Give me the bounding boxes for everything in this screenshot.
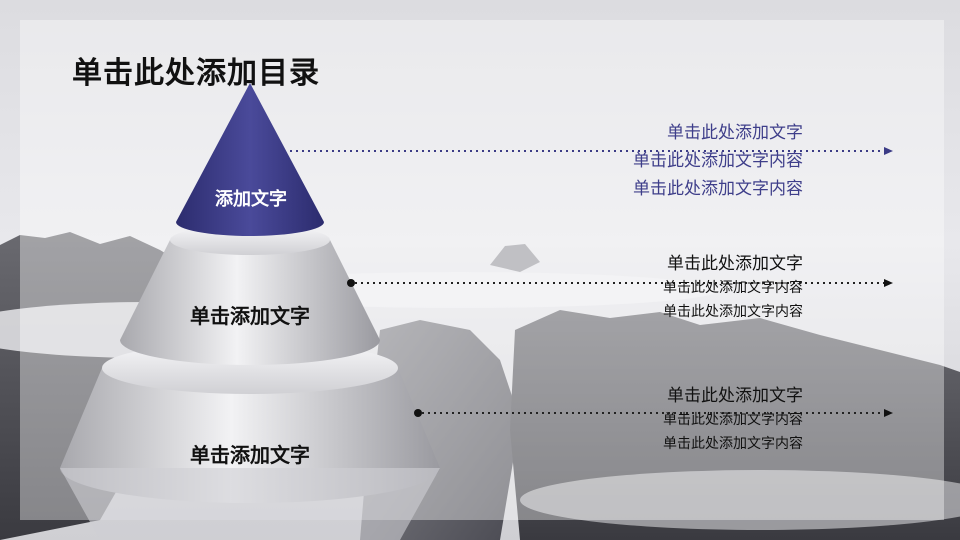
text-block-line: 单击此处添加文字内容	[663, 412, 803, 428]
connector-arrow-3	[414, 409, 893, 417]
text-block-heading: 单击此处添加文字	[667, 386, 803, 406]
connector-arrow-1	[290, 147, 893, 155]
pyramid-tier-top[interactable]	[176, 83, 324, 236]
text-block-heading: 单击此处添加文字	[667, 123, 803, 143]
text-block-line: 单击此处添加文字内容	[633, 151, 803, 171]
text-block-line: 单击此处添加文字内容	[663, 304, 803, 320]
connector-arrow-2	[347, 279, 893, 287]
page-title: 单击此处添加目录	[72, 56, 320, 91]
text-block-3[interactable]: 单击此处添加文字 单击此处添加文字内容 单击此处添加文字内容	[663, 384, 803, 456]
pyramid-top-label: 添加文字	[215, 189, 287, 210]
text-block-line: 单击此处添加文字内容	[663, 280, 803, 296]
pyramid-tier-middle[interactable]	[120, 225, 380, 365]
text-block-heading: 单击此处添加文字	[667, 254, 803, 274]
pyramid-middle-label: 单击添加文字	[190, 304, 310, 328]
text-block-line: 单击此处添加文字内容	[663, 436, 803, 452]
text-block-1[interactable]: 单击此处添加文字 单击此处添加文字内容 单击此处添加文字内容	[633, 119, 803, 203]
text-block-2[interactable]: 单击此处添加文字 单击此处添加文字内容 单击此处添加文字内容	[663, 252, 803, 324]
pyramid-bottom-label: 单击添加文字	[190, 443, 310, 467]
text-block-line: 单击此处添加文字内容	[633, 179, 803, 199]
